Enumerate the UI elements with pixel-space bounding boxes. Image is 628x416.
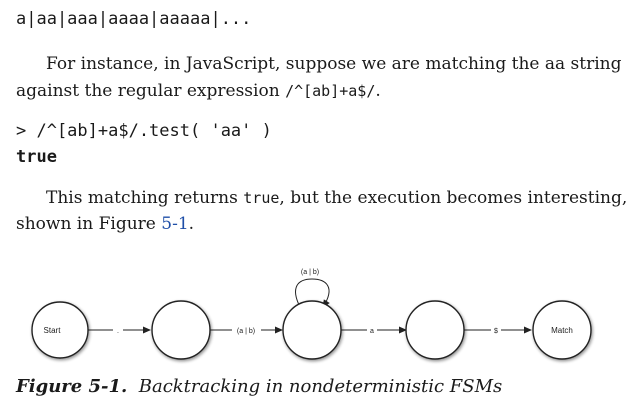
edge-label-dot: .: [117, 328, 119, 335]
self-loop-edge: [295, 278, 330, 308]
state-1: [151, 300, 211, 360]
alternation-code-line: a|aa|aaa|aaaa|aaaaa|...: [16, 9, 252, 29]
paragraph-2-period: .: [188, 214, 195, 234]
fsm-states: [31, 300, 592, 360]
paragraph-2-line-1: This matching returns true, but the exec…: [46, 187, 628, 209]
edge-label-a: a: [370, 328, 374, 335]
self-loop-label: (a | b): [301, 269, 319, 276]
figure-reference-link[interactable]: 5-1: [161, 214, 189, 234]
paragraph-1-line-2: against the regular expression /^[ab]+a$…: [16, 80, 381, 102]
edge-label-a-or-b: (a | b): [237, 328, 255, 335]
figure-caption-label: Figure 5-1.: [16, 376, 128, 397]
state-match-label: Match: [551, 326, 573, 335]
paragraph-1-text: against the regular expression: [16, 81, 286, 101]
paragraph-2-text-cont: , but the execution becomes interesting,…: [279, 188, 628, 208]
state-start-label: Start: [44, 326, 62, 335]
fsm-diagram: . (a | b) a $ (a | b) Start Match: [31, 269, 592, 360]
paragraph-1-line-1: For instance, in JavaScript, suppose we …: [46, 54, 622, 74]
paragraph-2-line-2: shown in Figure 5-1.: [16, 213, 194, 235]
true-inline-code: true: [243, 189, 280, 207]
code-block-prompt-line: > /^[ab]+a$/.test( 'aa' ): [16, 121, 272, 141]
paragraph-2-line-2-text: shown in Figure: [16, 214, 162, 234]
state-start: [31, 301, 89, 359]
figure-caption-text: Backtracking in nondeterministic FSMs: [138, 376, 503, 397]
state-match: [532, 300, 592, 360]
state-3: [405, 300, 465, 360]
paragraph-2-text: This matching returns: [46, 188, 244, 208]
paragraph-1-period: .: [375, 81, 381, 101]
regex-inline-code: /^[ab]+a$/: [285, 82, 376, 100]
edge-label-dollar: $: [494, 328, 498, 335]
code-block-result: true: [16, 147, 57, 167]
figure-caption: Figure 5-1. Backtracking in nondetermini…: [16, 376, 502, 397]
state-2: [282, 300, 342, 360]
